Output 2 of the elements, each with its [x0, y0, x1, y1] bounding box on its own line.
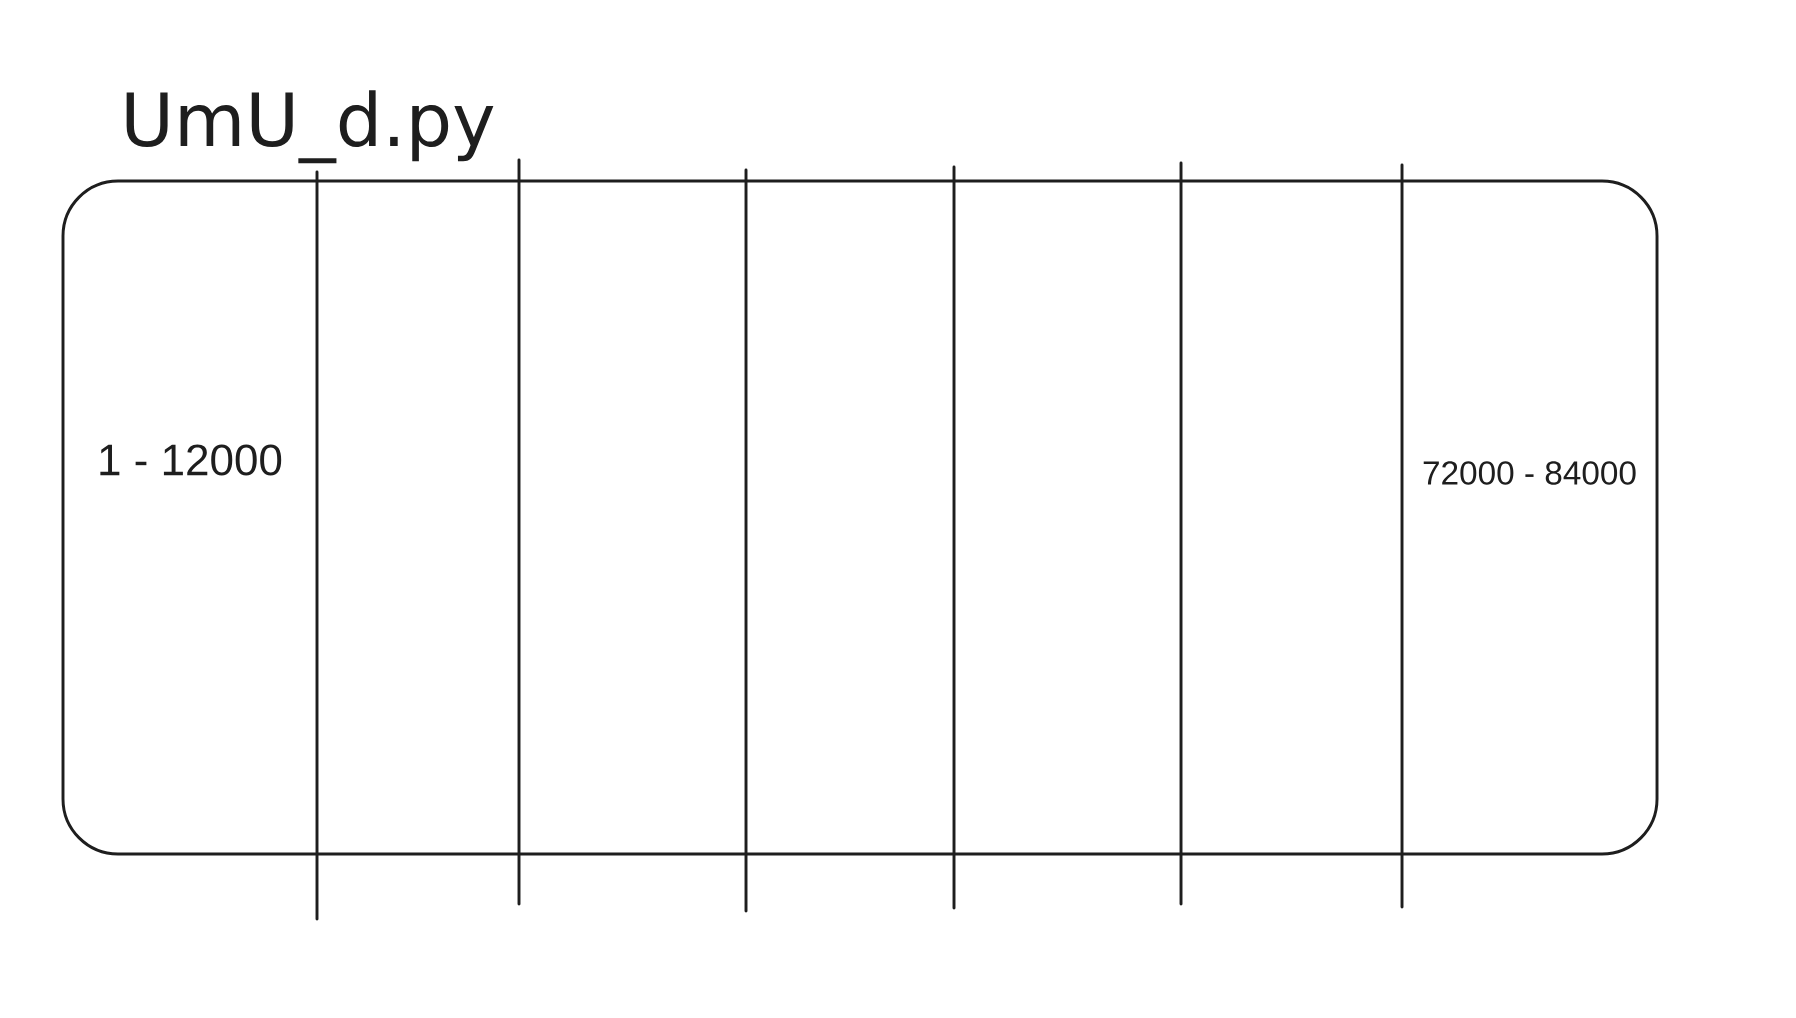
rounded-box: 1 - 12000 72000 - 84000 [61, 179, 1659, 856]
title: UmU_d.py [126, 90, 494, 164]
